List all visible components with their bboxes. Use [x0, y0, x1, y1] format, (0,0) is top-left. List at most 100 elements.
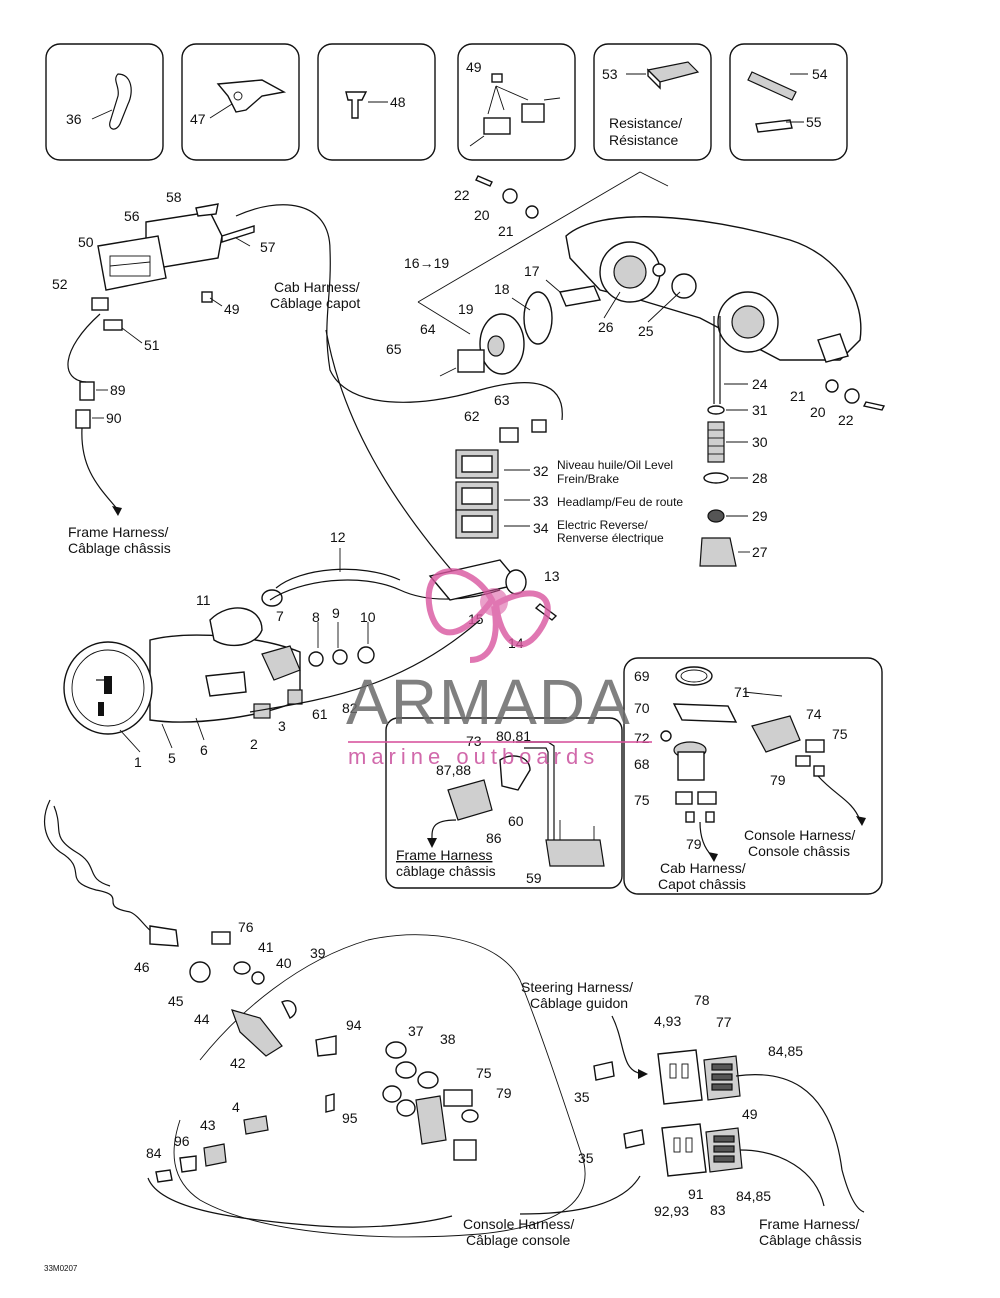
drawing-code: 33M0207 — [44, 1264, 78, 1273]
callout-4-93: 4,93 — [654, 1013, 681, 1029]
callout-84-left: 84 — [146, 1145, 162, 1161]
frame-harness-top-en: Frame Harness/ — [68, 524, 168, 540]
callout-8: 8 — [312, 609, 320, 625]
callout-19: 19 — [458, 301, 474, 317]
callout-82: 82 — [342, 700, 358, 716]
callout-83: 83 — [710, 1202, 726, 1218]
callout-49-detail: 49 — [466, 59, 482, 75]
cab-harness-label-fr: Câblage capot — [270, 295, 360, 311]
callout-22-top: 22 — [454, 187, 470, 203]
connectors-89-90: 89 90 Frame Harness/ Câblage châssis — [67, 313, 171, 556]
callout-34: 34 — [533, 520, 549, 536]
callout-27: 27 — [752, 544, 768, 560]
switch-cluster-37-38: 37 38 75 79 — [382, 1023, 512, 1161]
callout-79-inset-left: 79 — [686, 836, 702, 852]
callout-25: 25 — [638, 323, 654, 339]
callout-87-88: 87,88 — [436, 762, 471, 778]
callout-42: 42 — [230, 1055, 246, 1071]
callout-68: 68 — [634, 756, 650, 772]
resistance-label-en: Resistance/ — [609, 115, 682, 131]
console-harness-inset-en: Console Harness/ — [744, 827, 855, 843]
callout-16-19: 16→19 — [404, 255, 449, 271]
frame-harness-bottom-en: Frame Harness/ — [759, 1216, 859, 1232]
callout-64: 64 — [420, 321, 436, 337]
callout-55: 55 — [806, 114, 822, 130]
detail-box-54-55: 54 55 — [729, 43, 848, 161]
detail-box-53: 53 Resistance/ Résistance — [593, 43, 712, 161]
callout-59: 59 — [526, 870, 542, 886]
callout-46: 46 — [134, 959, 150, 975]
detail-box-47: 47 — [181, 43, 300, 161]
callout-79-console: 79 — [496, 1085, 512, 1101]
callout-35-bottom: 35 — [578, 1150, 594, 1166]
console-harness-bottom-fr: Câblage console — [466, 1232, 571, 1248]
callout-37: 37 — [408, 1023, 424, 1039]
frame-harness-top-fr: Câblage châssis — [68, 540, 171, 556]
callout-76: 76 — [238, 919, 254, 935]
reverse-label-fr: Renverse électrique — [557, 531, 664, 545]
detail-box-48: 48 — [317, 43, 436, 161]
callout-75-inset-left: 75 — [634, 792, 650, 808]
detail-box-36: 36 — [45, 43, 164, 161]
frame-harness-inset-en: Frame Harness — [396, 847, 492, 863]
reverse-label-en: Electric Reverse/ — [557, 518, 648, 532]
callout-56: 56 — [124, 208, 140, 224]
callout-69: 69 — [634, 668, 650, 684]
callout-32: 32 — [533, 463, 549, 479]
callout-53: 53 — [602, 66, 618, 82]
callout-74: 74 — [806, 706, 822, 722]
callout-31: 31 — [752, 402, 768, 418]
headlamp-adjuster-stack: 24 31 30 28 29 27 — [699, 316, 768, 567]
headlamp-assembly: 16→19 17 18 19 64 65 26 25 — [386, 171, 862, 377]
callout-22-right: 22 — [838, 412, 854, 428]
callout-20-top: 20 — [474, 207, 490, 223]
callout-28: 28 — [752, 470, 768, 486]
callout-35-top: 35 — [574, 1089, 590, 1105]
callout-6: 6 — [200, 742, 208, 758]
callout-40: 40 — [276, 955, 292, 971]
callout-41: 41 — [258, 939, 274, 955]
steering-harness-fr: Câblage guidon — [530, 995, 628, 1011]
callout-72: 72 — [634, 730, 650, 746]
callout-3: 3 — [278, 718, 286, 734]
callout-50: 50 — [78, 234, 94, 250]
headlamp-label: Headlamp/Feu de route — [557, 495, 683, 509]
callout-21-top: 21 — [498, 223, 514, 239]
callout-9: 9 — [332, 605, 340, 621]
callout-29: 29 — [752, 508, 768, 524]
callout-79-inset-right: 79 — [770, 772, 786, 788]
callout-38: 38 — [440, 1031, 456, 1047]
callout-39: 39 — [310, 945, 326, 961]
oil-level-label: Niveau huile/Oil Level — [557, 458, 673, 472]
console-harness-inset-fr: Console châssis — [748, 843, 850, 859]
callout-84-85-bottom: 84,85 — [736, 1188, 771, 1204]
callout-7: 7 — [276, 608, 284, 624]
steering-harness-en: Steering Harness/ — [521, 979, 633, 995]
callout-21-right: 21 — [790, 388, 806, 404]
inset-console-cab-harness: 69 70 71 74 72 68 75 79 75 79 Console Ha… — [623, 657, 883, 895]
callout-48: 48 — [390, 94, 406, 110]
callout-11: 11 — [196, 592, 211, 608]
tether-cord-and-console: 46 45 76 41 40 39 44 42 94 95 4 43 96 84 — [43, 799, 586, 1238]
callout-47: 47 — [190, 111, 206, 127]
callout-54: 54 — [812, 66, 828, 82]
callout-49-steering: 49 — [742, 1106, 758, 1122]
frame-harness-bottom-fr: Câblage châssis — [759, 1232, 862, 1248]
callout-17: 17 — [524, 263, 540, 279]
watermark-brand: ARMADA — [346, 666, 632, 738]
callout-5: 5 — [168, 750, 176, 766]
callout-30: 30 — [752, 434, 768, 450]
callout-63: 63 — [494, 392, 510, 408]
callout-20-right: 20 — [810, 404, 826, 420]
callout-60: 60 — [508, 813, 524, 829]
callout-92-93: 92,93 — [654, 1203, 689, 1219]
resistance-label-fr: Résistance — [609, 132, 678, 148]
callout-4: 4 — [232, 1099, 240, 1115]
callout-58: 58 — [166, 189, 182, 205]
callout-18: 18 — [494, 281, 510, 297]
callout-78: 78 — [694, 992, 710, 1008]
callout-65: 65 — [386, 341, 402, 357]
callout-2: 2 — [250, 736, 258, 752]
cab-harness-inset-fr: Capot châssis — [658, 876, 746, 892]
